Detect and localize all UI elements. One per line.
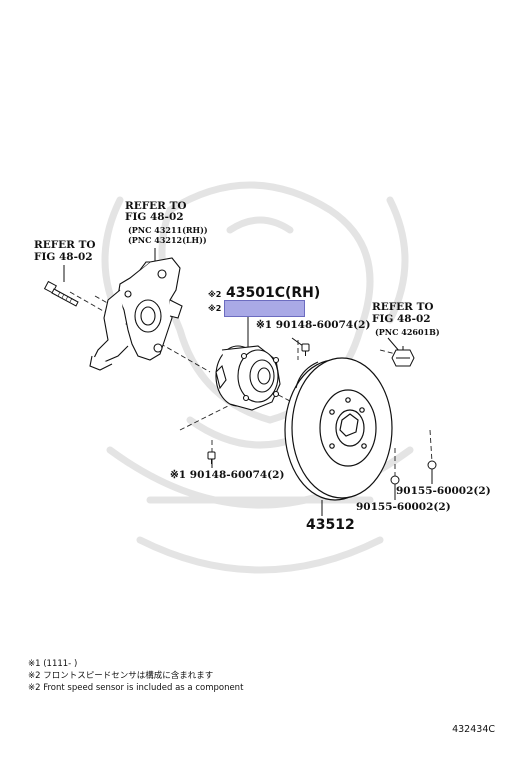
knuckle-ref-line1: REFER TO	[125, 200, 187, 212]
footnote-1: ※1 (1111- )	[28, 659, 78, 669]
nut-ref-line1: REFER TO	[372, 301, 434, 313]
knuckle-pnc-rh: (PNC 43211(RH))	[128, 225, 208, 235]
brake-disc	[284, 357, 393, 501]
screw-label-1[interactable]: 90155-60002(2)	[396, 485, 491, 497]
hub-part-highlight[interactable]	[224, 300, 305, 317]
bolt-ref-line2: FIG 48-02	[34, 251, 93, 263]
disc-part-number[interactable]: 43512	[306, 517, 355, 533]
footnote-2: ※2 フロントスピードセンサは構成に含まれます	[28, 671, 214, 681]
knuckle-pnc-lh: (PNC 43212(LH))	[128, 235, 207, 245]
nut-ref-line2: FIG 48-02	[372, 313, 431, 325]
bolt-upper-label[interactable]: ※1 90148-60074(2)	[256, 319, 371, 331]
knuckle-ref-line2: FIG 48-02	[125, 211, 184, 223]
knuckle-bolt	[43, 280, 79, 307]
hub-part-number: 43501C(RH)	[226, 285, 321, 301]
footnotes: ※1 (1111- ) ※2 フロントスピードセンサは構成に含まれます ※2 F…	[28, 658, 243, 694]
bolt-ref-line1: REFER TO	[34, 239, 96, 251]
screw-label-2[interactable]: 90155-60002(2)	[356, 501, 451, 513]
hub-prefix-2: ※2	[208, 304, 222, 313]
hub-nut	[391, 346, 415, 367]
small-fasteners	[207, 343, 437, 489]
hub-prefix-1: ※2	[208, 290, 222, 299]
hub-bearing	[215, 345, 281, 411]
bolt-lower-label[interactable]: ※1 90148-60074(2)	[170, 469, 285, 481]
footnote-3: ※2 Front speed sensor is included as a c…	[28, 683, 244, 693]
steering-knuckle	[89, 257, 183, 371]
illustration-code: 432434C	[452, 724, 495, 735]
nut-pnc: (PNC 42601B)	[375, 327, 440, 337]
